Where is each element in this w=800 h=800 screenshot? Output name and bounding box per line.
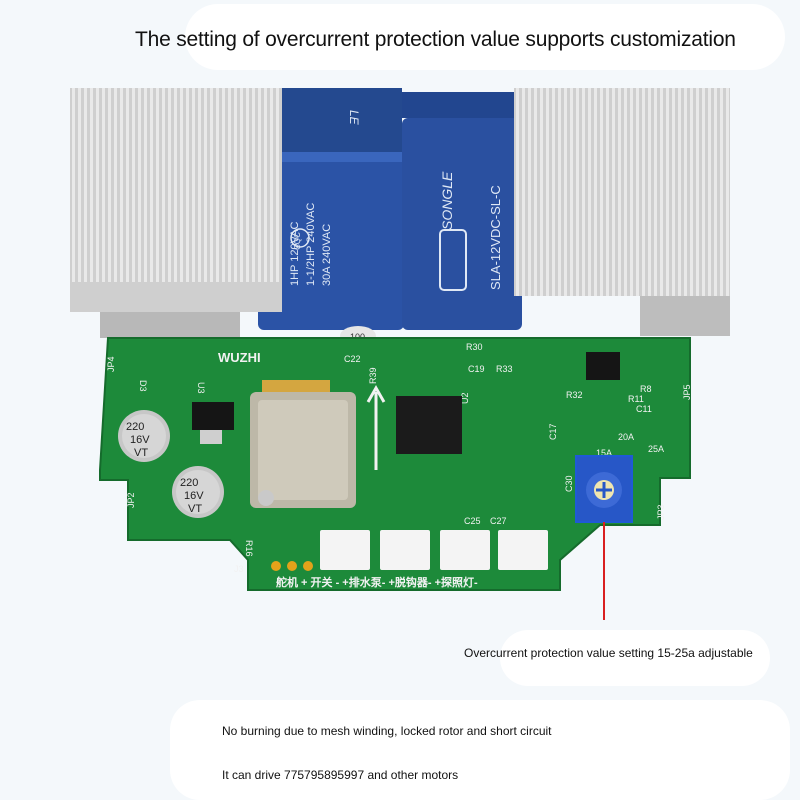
comp-r33: R33 xyxy=(496,364,513,374)
op-amp-chip xyxy=(586,352,620,380)
callout-text: Overcurrent protection value setting 15-… xyxy=(464,646,753,660)
comp-r32: R32 xyxy=(566,390,583,400)
jumper-jp5: JP5 xyxy=(682,384,692,400)
svg-text:220: 220 xyxy=(126,421,144,433)
jumper-jp2: JP2 xyxy=(126,492,136,508)
pot-label-20a: 20A xyxy=(618,432,634,442)
jumper-jp3: JP3 xyxy=(656,504,666,520)
relay-right-model: SLA-12VDC-SL-C xyxy=(488,185,503,290)
svg-text:220: 220 xyxy=(180,477,198,489)
heatsink-right xyxy=(514,88,730,336)
page-title: The setting of overcurrent protection va… xyxy=(135,28,736,51)
connector-switch xyxy=(320,530,370,570)
comp-c30: C30 xyxy=(564,475,574,492)
regulator-chip xyxy=(192,402,234,430)
comp-c11: C11 xyxy=(636,404,652,414)
comp-r30: R30 xyxy=(466,342,483,352)
mcu-chip xyxy=(396,396,462,454)
relay-top-text: LE xyxy=(347,110,361,126)
feature-line-1: No burning due to mesh winding, locked r… xyxy=(222,724,552,738)
connector-labels: 舵机 + 开关 - +排水泵- +脱钩器- +探照灯- xyxy=(276,575,478,589)
pot-label-15a: 15A xyxy=(596,448,612,458)
pcb-photo: 1HP 120VAC 1-1/2HP 240VAC 30A 240VAC CQC… xyxy=(70,88,730,620)
comp-c17: C17 xyxy=(548,423,558,440)
svg-text:16V: 16V xyxy=(184,490,204,502)
connector-hook xyxy=(440,530,490,570)
connector-light xyxy=(498,530,548,570)
comp-c25: C25 xyxy=(464,516,481,526)
jumper-j3: J3 xyxy=(234,564,244,574)
relay-left-line-1: 1HP 120VAC xyxy=(289,222,301,286)
comp-r11: R11 xyxy=(628,394,644,404)
comp-r16: R16 xyxy=(244,540,254,557)
comp-u2: U2 xyxy=(460,392,470,404)
pot-label-25a: 25A xyxy=(648,444,664,454)
relay-left-logo: CQC xyxy=(293,232,302,250)
svg-text:VT: VT xyxy=(134,447,148,459)
comp-r8: R8 xyxy=(640,384,652,394)
svg-text:VT: VT xyxy=(188,503,202,515)
title-backdrop xyxy=(185,4,785,70)
relay-right-brand: SONGLE xyxy=(439,171,455,230)
antenna-connector xyxy=(258,490,274,506)
svg-text:16V: 16V xyxy=(130,434,150,446)
feature-line-2: It can drive 775795895997 and other moto… xyxy=(222,768,459,782)
heatsink-left xyxy=(70,88,282,338)
servo-header xyxy=(271,561,313,571)
comp-d3: D3 xyxy=(138,380,148,392)
module-pins xyxy=(262,380,330,392)
comp-c22: C22 xyxy=(344,354,361,364)
brand-label: WUZHI xyxy=(218,350,261,365)
comp-r39: R39 xyxy=(368,367,378,384)
relay-top-left xyxy=(282,88,402,152)
relay-left-line-2: 1-1/2HP 240VAC xyxy=(305,203,317,286)
capacitor-2: 220 16V VT xyxy=(172,466,224,518)
direction-arrow xyxy=(366,384,386,470)
capacitor-1: 220 16V VT xyxy=(118,410,170,462)
features-backdrop xyxy=(170,700,790,800)
comp-c19: C19 xyxy=(468,364,485,374)
pcb-board xyxy=(99,337,691,591)
connector-pump xyxy=(380,530,430,570)
callout-backdrop xyxy=(500,630,770,686)
comp-c27: C27 xyxy=(490,516,507,526)
relay-left-line-3: 30A 240VAC xyxy=(321,224,333,286)
comp-u3: U3 xyxy=(196,382,206,394)
relay-right: SONGLE SLA-12VDC-SL-C xyxy=(402,92,522,330)
jumper-jp4: JP4 xyxy=(106,356,116,372)
relay-left: 1HP 120VAC 1-1/2HP 240VAC 30A 240VAC CQC xyxy=(258,150,404,330)
